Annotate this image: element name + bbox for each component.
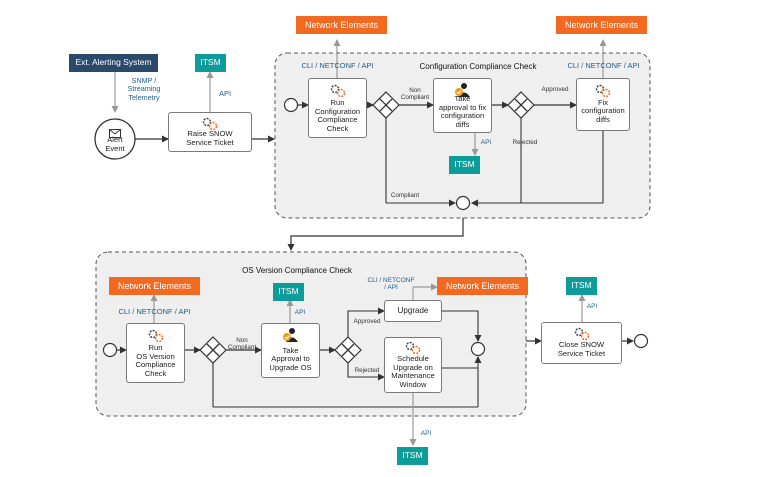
run-config-check-label: Run Configuration Compliance Check — [314, 98, 361, 133]
config-approval-label: Take approval to fix configuration diffs — [438, 94, 487, 129]
config-non-compliant-label: Non Compliant — [400, 87, 430, 102]
raise-ticket-label: Raise SNOW Service Ticket — [186, 129, 234, 147]
os-network-elements-left: Network Elements — [109, 277, 200, 295]
config-end-event — [455, 195, 471, 211]
gear-icon — [404, 341, 422, 360]
os-end-event — [470, 341, 486, 357]
config-rejected-label: Rejected — [512, 139, 538, 146]
os-approval-task: Take Approval to Upgrade OS — [261, 323, 320, 378]
snmp-label: SNMP / Streaming Telemetry — [127, 76, 161, 102]
upgrade-label: Upgrade — [397, 306, 429, 316]
os-rejected-label: Rejected — [354, 367, 380, 374]
os-cli-left: CLI / NETCONF / API — [118, 307, 191, 316]
gear-icon — [201, 117, 219, 136]
config-compliance-group — [274, 52, 651, 219]
gear-icon — [329, 84, 347, 103]
close-end-event — [633, 333, 649, 349]
fix-config-task: Fix configuration diffs — [576, 78, 630, 131]
config-group-title: Configuration Compliance Check — [419, 62, 537, 71]
config-start-event — [283, 97, 299, 113]
config-cli-left: CLI / NETCONF / API — [301, 61, 374, 70]
config-compliant-label: Compliant — [390, 192, 420, 199]
os-group-title: OS Version Compliance Check — [242, 266, 352, 275]
user-approve-icon — [282, 327, 300, 348]
schedule-upgrade-label: Schedule Upgrade on Maintenance Window — [391, 354, 435, 389]
os-approval-label: Take Approval to Upgrade OS — [269, 345, 312, 372]
config-itsm-box: ITSM — [449, 156, 480, 174]
os-itsm-bottom-box: ITSM — [397, 447, 428, 465]
config-cli-right: CLI / NETCONF / API — [567, 61, 640, 70]
config-approval-task: Take approval to fix configuration diffs — [433, 78, 492, 133]
upgrade-task: Upgrade — [384, 300, 442, 322]
top-api-label: API — [218, 89, 232, 98]
schedule-upgrade-task: Schedule Upgrade on Maintenance Window — [384, 337, 442, 393]
os-network-elements-mid: Network Elements — [437, 277, 528, 295]
os-cli-mid: CLI / NETCONF / API — [367, 277, 415, 292]
os-api-label: API — [294, 309, 306, 316]
top-itsm-box: ITSM — [195, 54, 226, 72]
config-network-elements-right: Network Elements — [556, 16, 647, 34]
os-start-event — [102, 342, 118, 358]
user-approve-icon — [454, 82, 472, 103]
os-non-compliant-label: Non Compliant — [227, 337, 257, 352]
config-approved-label: Approved — [541, 86, 569, 93]
alert-event-label: Alert Event — [105, 135, 125, 153]
config-network-elements-left: Network Elements — [296, 16, 387, 34]
mail-icon — [109, 125, 121, 138]
run-os-check-label: Run OS Version Compliance Check — [135, 343, 176, 378]
os-itsm-box: ITSM — [273, 283, 304, 301]
gear-icon — [147, 329, 165, 348]
gear-icon — [573, 327, 591, 346]
raise-ticket-task: Raise SNOW Service Ticket — [168, 112, 252, 152]
close-ticket-task: Close SNOW Service Ticket — [541, 322, 622, 364]
fix-config-label: Fix configuration diffs — [581, 97, 625, 124]
config-api-label: API — [480, 139, 492, 146]
os-approved-label: Approved — [353, 318, 381, 325]
close-api-label: API — [586, 303, 598, 310]
ext-alerting-system: Ext. Alerting System — [69, 54, 158, 72]
close-ticket-label: Close SNOW Service Ticket — [557, 340, 606, 358]
close-itsm-box: ITSM — [566, 277, 597, 295]
gear-icon — [594, 84, 612, 103]
run-config-check-task: Run Configuration Compliance Check — [308, 78, 367, 138]
run-os-check-task: Run OS Version Compliance Check — [126, 323, 185, 383]
os-api-bottom-label: API — [420, 430, 432, 437]
